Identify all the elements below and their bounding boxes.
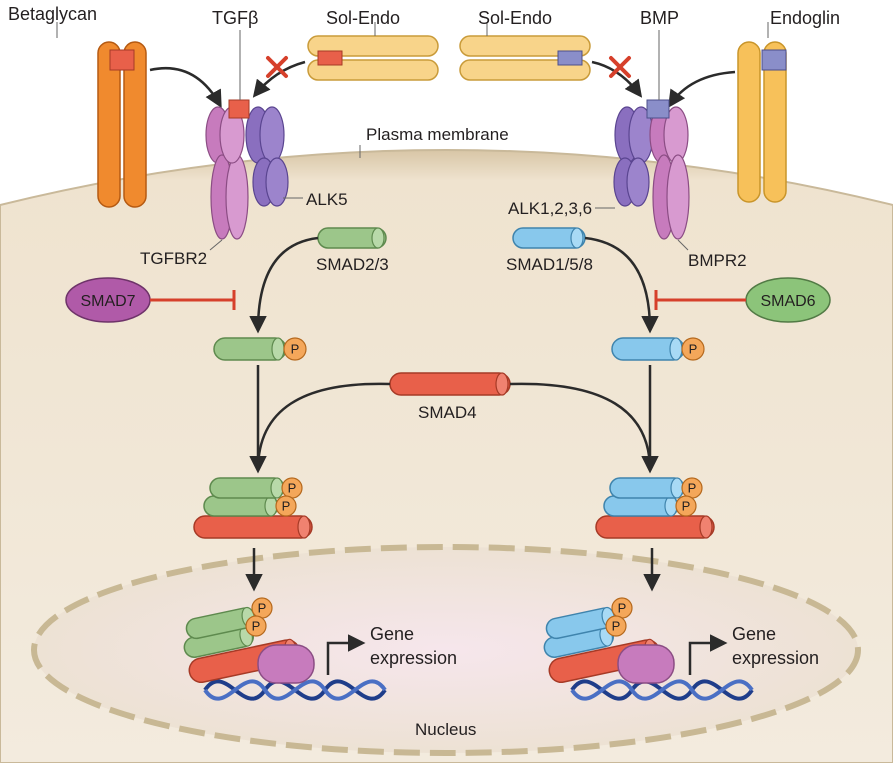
betaglycan-receptor	[97, 41, 147, 208]
block-x-right	[609, 56, 631, 78]
alk1236-receptor	[613, 106, 654, 207]
alk1236-label: ALK1,2,3,6	[508, 199, 592, 218]
bmp-path-arrow-1	[584, 236, 659, 334]
endoglin-label: Endoglin	[770, 8, 840, 28]
dna-left	[203, 679, 387, 701]
smad-complex-left: P P	[193, 477, 313, 539]
nuclear-complex-right: P P	[543, 597, 675, 684]
phospho-label: P	[612, 619, 621, 634]
gene-expression-right-line1: Gene	[732, 624, 776, 644]
phospho-label: P	[688, 481, 697, 496]
phospho-label: P	[689, 342, 698, 357]
phospho-label: P	[252, 619, 261, 634]
bmp-ligand	[646, 99, 670, 119]
sol-endo-left-label: Sol-Endo	[326, 8, 400, 28]
p-smad23: P	[213, 337, 307, 361]
sol-endo-left-arrow	[252, 60, 306, 98]
tgfb-ligand	[228, 99, 250, 119]
smad4-left-arrow	[256, 382, 391, 471]
nucleus-label: Nucleus	[415, 720, 476, 739]
endoglin-receptor	[737, 41, 787, 203]
smad158-label: SMAD1/5/8	[506, 255, 593, 274]
sol-endo-right-arrow	[591, 60, 643, 98]
betaglycan-label: Betaglycan	[8, 4, 97, 24]
smad4-right-arrow	[509, 382, 652, 471]
transcription-arrow-left	[326, 634, 366, 675]
dna-right	[570, 679, 754, 701]
sol-endo-right-label: Sol-Endo	[478, 8, 552, 28]
gene-expression-left-line2: expression	[370, 648, 457, 668]
betaglycan-arrow	[149, 66, 222, 109]
smad4-protein	[389, 372, 511, 396]
smad158-protein	[512, 227, 586, 249]
smad6-inhibition	[654, 290, 746, 310]
smad-complex-right: P P	[595, 477, 715, 539]
phospho-label: P	[282, 499, 291, 514]
smad4-label: SMAD4	[418, 403, 477, 422]
sol-endo-right	[459, 35, 591, 81]
phospho-label: P	[291, 342, 300, 357]
plasma-membrane-label: Plasma membrane	[366, 125, 509, 144]
nucleus	[31, 544, 861, 756]
phospho-label: P	[682, 499, 691, 514]
gene-expression-right-line2: expression	[732, 648, 819, 668]
smad7-label: SMAD7	[80, 293, 135, 310]
alk5-label: ALK5	[306, 190, 348, 209]
bmpr2-label: BMPR2	[688, 251, 747, 270]
nuclear-complex-left: P P	[183, 597, 315, 684]
smad23-protein	[317, 227, 387, 249]
tgfbr2-label: TGFBR2	[140, 249, 207, 268]
alk5-receptor	[245, 106, 289, 207]
endoglin-arrow	[668, 70, 736, 108]
tgfb-path-arrow-1	[249, 236, 319, 334]
p-smad158: P	[611, 337, 705, 361]
smad23-label: SMAD2/3	[316, 255, 389, 274]
smad6-label: SMAD6	[760, 293, 815, 310]
smad7-inhibition	[150, 290, 236, 310]
tgfb-label: TGFβ	[212, 8, 258, 28]
phospho-label: P	[288, 481, 297, 496]
tgfbr2-receptor	[205, 106, 249, 240]
phospho-label: P	[618, 601, 627, 616]
bmpr2-receptor	[649, 106, 690, 240]
transcription-arrow-right	[688, 634, 728, 675]
gene-expression-left-line1: Gene	[370, 624, 414, 644]
phospho-label: P	[258, 601, 267, 616]
bmp-label: BMP	[640, 8, 679, 28]
block-x-left	[266, 56, 288, 78]
sol-endo-left	[307, 35, 439, 81]
